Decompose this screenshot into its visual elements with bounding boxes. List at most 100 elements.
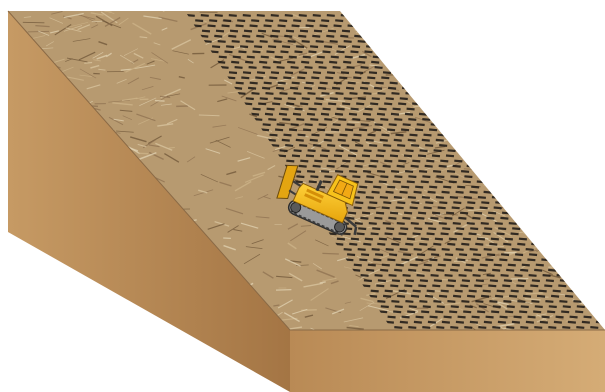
grass-blade	[486, 23, 501, 30]
grass-blade	[601, 21, 605, 22]
grass-blade	[8, 287, 20, 294]
grass-blade	[23, 22, 45, 23]
grass-blade	[89, 303, 97, 305]
grass-blade	[199, 115, 220, 116]
grass-blade	[555, 91, 563, 96]
grass-blade	[7, 259, 15, 263]
grass-blade	[585, 54, 592, 58]
grass-blade	[459, 83, 468, 87]
grass-blade	[512, 162, 528, 163]
grass-blade	[323, 102, 334, 103]
grass-blade	[498, 190, 517, 192]
grass-blade	[462, 19, 474, 20]
grass-blade	[451, 59, 459, 60]
grass-blade	[544, 168, 556, 175]
grass-blade	[62, 306, 81, 314]
grass-blade	[463, 13, 480, 21]
grass-blade	[527, 24, 540, 32]
grass-blade	[169, 148, 175, 149]
grass-blade	[381, 15, 388, 18]
grass-blade	[496, 139, 510, 144]
grass-blade	[81, 300, 95, 306]
grass-blade	[155, 101, 165, 102]
grass-blade	[570, 244, 576, 247]
grass-blade	[104, 295, 111, 300]
grass-blade	[587, 285, 593, 287]
grass-blade	[566, 44, 587, 45]
grass-blade	[509, 151, 517, 152]
grass-blade	[507, 89, 517, 92]
grass-blade	[472, 29, 478, 31]
grass-blade	[553, 155, 567, 157]
grass-blade	[572, 137, 582, 138]
grass-blade	[458, 52, 475, 53]
grass-blade	[560, 225, 567, 227]
grass-blade	[541, 205, 559, 213]
grass-blade	[535, 68, 557, 70]
grass-blade	[93, 286, 106, 288]
grass-blade	[363, 11, 371, 14]
grass-blade	[432, 32, 451, 41]
grass-blade	[502, 143, 518, 145]
grass-blade	[488, 75, 504, 77]
grass-blade	[531, 115, 543, 120]
grass-blade	[355, 23, 368, 28]
grass-blade	[535, 206, 547, 208]
grass-blade	[397, 28, 404, 33]
grass-blade	[48, 307, 57, 311]
grass-blade	[75, 284, 94, 289]
grass-blade	[61, 289, 70, 291]
grass-blade	[460, 29, 469, 32]
grass-blade	[514, 21, 520, 24]
grass-blade	[457, 120, 476, 128]
grass-blade	[136, 329, 146, 331]
grass-blade	[84, 63, 92, 64]
grass-blade	[63, 287, 69, 289]
grass-blade	[590, 64, 597, 68]
grass-blade	[356, 29, 366, 33]
grass-blade	[573, 105, 586, 106]
grass-blade	[589, 221, 605, 227]
grass-blade	[462, 119, 472, 124]
grass-blade	[586, 34, 595, 40]
grass-blade	[34, 260, 45, 267]
grass-blade	[560, 185, 573, 192]
grass-blade	[591, 303, 600, 307]
grass-blade	[478, 167, 498, 168]
grass-blade	[36, 290, 52, 299]
grass-blade	[2, 319, 17, 324]
grass-blade	[546, 128, 562, 138]
grass-blade	[519, 158, 537, 162]
grass-blade	[560, 220, 575, 230]
grass-blade	[118, 330, 135, 331]
grass-blade	[491, 164, 505, 165]
grass-blade	[2, 311, 11, 317]
grass-blade	[540, 23, 548, 27]
grass-blade	[58, 319, 78, 321]
grass-blade	[598, 234, 605, 237]
grass-blade	[489, 112, 501, 120]
grass-blade	[487, 52, 499, 53]
grass-blade	[464, 169, 474, 170]
grass-blade	[490, 181, 509, 191]
grass-blade	[20, 247, 29, 248]
grass-blade	[598, 14, 605, 17]
grass-blade	[484, 54, 491, 57]
grass-blade	[5, 280, 25, 287]
grass-blade	[67, 308, 81, 309]
grass-blade	[457, 119, 473, 121]
grass-blade	[549, 74, 569, 81]
grass-blade	[421, 7, 438, 17]
grass-blade	[598, 313, 605, 315]
grass-blade	[480, 26, 490, 31]
grass-blade	[554, 222, 560, 223]
grass-blade	[533, 157, 545, 161]
grass-blade	[468, 142, 482, 149]
grass-blade	[531, 186, 548, 196]
grass-blade	[568, 265, 586, 270]
grass-blade	[523, 110, 532, 115]
grass-blade	[521, 95, 539, 103]
grass-blade	[521, 208, 538, 213]
grass-blade	[276, 290, 291, 291]
